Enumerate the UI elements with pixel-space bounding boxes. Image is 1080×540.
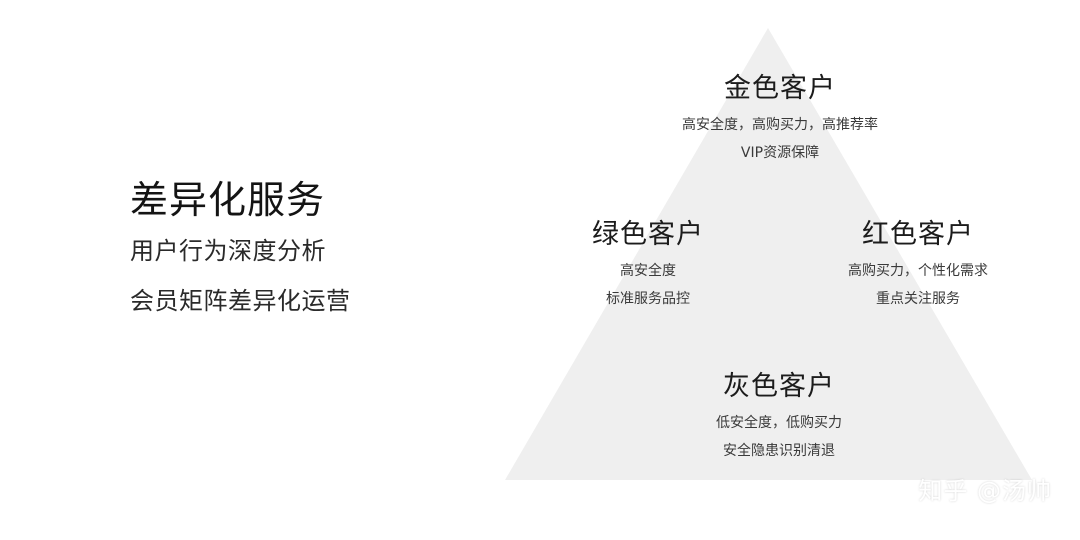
- left-text-block: 差异化服务 用户行为深度分析 会员矩阵差异化运营: [130, 176, 351, 316]
- section-title: 差异化服务: [130, 178, 326, 222]
- tier-desc: 高安全度: [620, 263, 676, 279]
- watermark: 知乎 @汤帅: [918, 477, 1052, 505]
- tier-desc: 低安全度，低购买力: [716, 415, 842, 431]
- tier-title: 红色客户: [862, 219, 974, 250]
- tier-desc: 重点关注服务: [876, 291, 960, 307]
- tier-desc: 标准服务品控: [606, 291, 690, 307]
- tier-green: 绿色客户 高安全度 标准服务品控: [518, 218, 778, 308]
- tier-gold: 金色客户 高安全度，高购买力，高推荐率 VIP资源保障: [650, 72, 910, 162]
- tier-title: 绿色客户: [592, 219, 704, 250]
- tier-title: 金色客户: [724, 73, 836, 104]
- tier-desc: VIP资源保障: [740, 145, 820, 161]
- tier-red: 红色客户 高购买力，个性化需求 重点关注服务: [788, 218, 1048, 308]
- pyramid-triangle: [505, 28, 1032, 480]
- section-line-1: 用户行为深度分析: [130, 237, 326, 265]
- tier-title: 灰色客户: [723, 371, 835, 402]
- section-line-2: 会员矩阵差异化运营: [130, 287, 351, 315]
- tier-desc: 安全隐患识别清退: [723, 443, 835, 459]
- tier-desc: 高购买力，个性化需求: [848, 263, 988, 279]
- tier-gray: 灰色客户 低安全度，低购买力 安全隐患识别清退: [649, 370, 909, 460]
- tier-desc: 高安全度，高购买力，高推荐率: [682, 117, 878, 133]
